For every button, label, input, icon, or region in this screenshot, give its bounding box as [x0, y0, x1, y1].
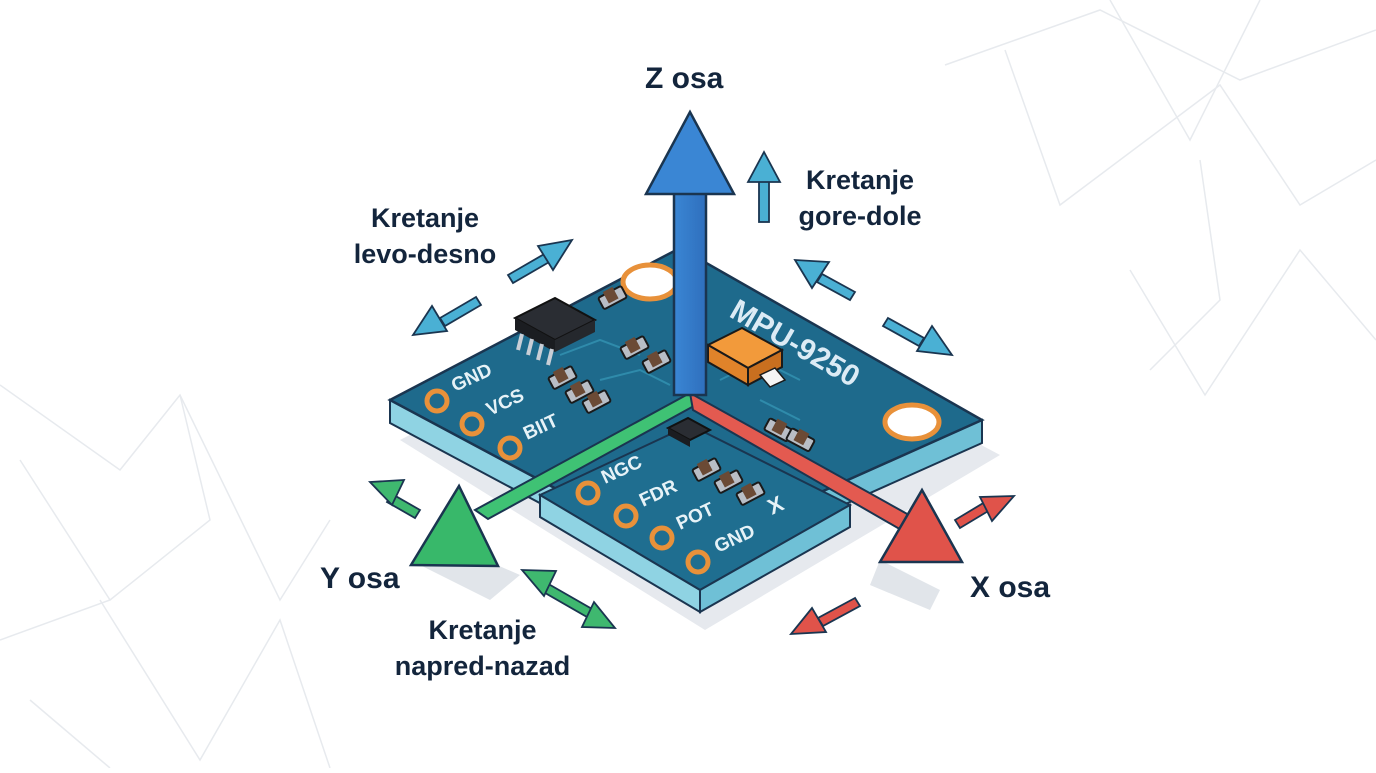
center-chip: [665, 416, 713, 447]
motion-label-up-down: Kretanje gore-dole: [780, 162, 940, 234]
z-axis-arrow: [643, 109, 737, 397]
arrow-red-lower: [789, 596, 862, 636]
motion-up-down-line1: Kretanje: [805, 165, 915, 195]
x-axis-label: X osa: [970, 571, 1051, 604]
board-lower-edge-right: [699, 503, 851, 614]
arrow-red-upper: [953, 495, 1017, 530]
motion-label-forward-back: Kretanje napred-nazad: [360, 612, 605, 684]
pads-front: [575, 480, 711, 575]
mounting-hole-top: [620, 262, 680, 302]
arrow-up-motion: [746, 150, 782, 223]
arrow-left-right-lower: [411, 295, 483, 337]
arrow-left-right-upper: [506, 238, 574, 285]
z-axis-label: Z osa: [645, 62, 724, 95]
y-axis-label: Y osa: [320, 562, 400, 595]
motion-up-down-line2: gore-dole: [798, 201, 922, 231]
arrow-forward-back: [520, 569, 617, 629]
pads-left: [424, 388, 523, 461]
motion-forward-back-line2: napred-nazad: [394, 651, 571, 681]
motion-forward-back-line1: Kretanje: [428, 615, 537, 645]
arrow-green-small: [368, 479, 422, 520]
arrow-right-upper: [793, 259, 857, 302]
chip-8pin: [512, 296, 598, 366]
motion-label-left-right: Kretanje levo-desno: [335, 200, 515, 272]
x-axis-arrow: [688, 391, 965, 564]
motion-left-right-line2: levo-desno: [353, 239, 497, 269]
mounting-hole-right: [882, 402, 942, 442]
board-shadow-x: [870, 560, 940, 610]
motion-left-right-line1: Kretanje: [370, 203, 480, 233]
arrow-right-lower: [881, 316, 954, 357]
smd-components: [547, 285, 816, 506]
sensor-component: [705, 326, 787, 388]
